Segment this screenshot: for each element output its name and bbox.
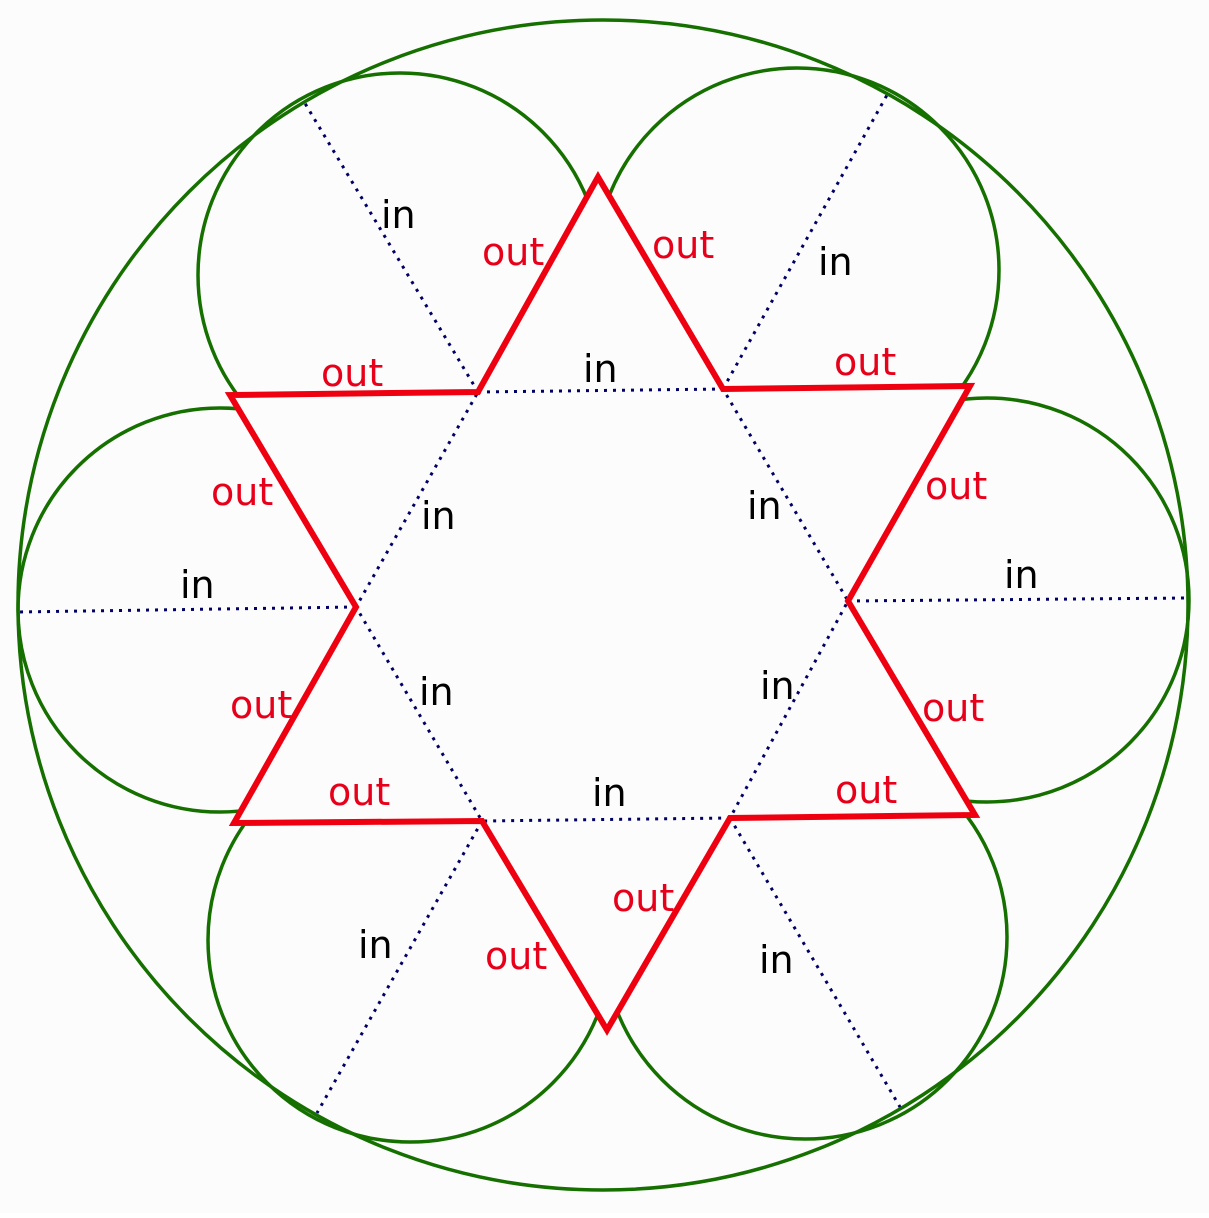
out-label: out	[925, 464, 987, 508]
out-label: out	[482, 230, 544, 274]
in-label: in	[381, 193, 416, 237]
in-label: in	[358, 923, 393, 967]
in-label: in	[760, 664, 795, 708]
out-label: out	[328, 770, 390, 814]
spoke	[847, 596, 1189, 603]
spoke	[17, 605, 357, 614]
in-label: in	[759, 938, 794, 982]
out-label: out	[612, 876, 674, 920]
in-label: in	[747, 484, 782, 528]
out-label: out	[211, 470, 273, 514]
spoke	[315, 820, 484, 1114]
out-labels: out out out out out out out out out out …	[211, 223, 987, 978]
star-outline	[224, 170, 981, 1036]
out-label: out	[835, 768, 897, 812]
in-label: in	[818, 240, 853, 284]
spoke	[301, 99, 480, 393]
out-label: out	[230, 683, 292, 727]
out-label: out	[485, 934, 547, 978]
in-label: in	[583, 347, 618, 391]
in-label: in	[1004, 553, 1039, 597]
out-label: out	[922, 686, 984, 730]
out-label: out	[652, 223, 714, 267]
star-fill	[230, 177, 975, 1030]
in-labels: in in in in in in in in in in in in	[180, 193, 1039, 982]
out-label: out	[321, 351, 383, 395]
in-label: in	[419, 670, 454, 714]
out-label: out	[834, 340, 896, 384]
in-label: in	[592, 771, 627, 815]
in-label: in	[180, 563, 215, 607]
in-label: in	[421, 494, 456, 538]
spoke	[728, 817, 902, 1108]
spoke	[721, 94, 889, 390]
